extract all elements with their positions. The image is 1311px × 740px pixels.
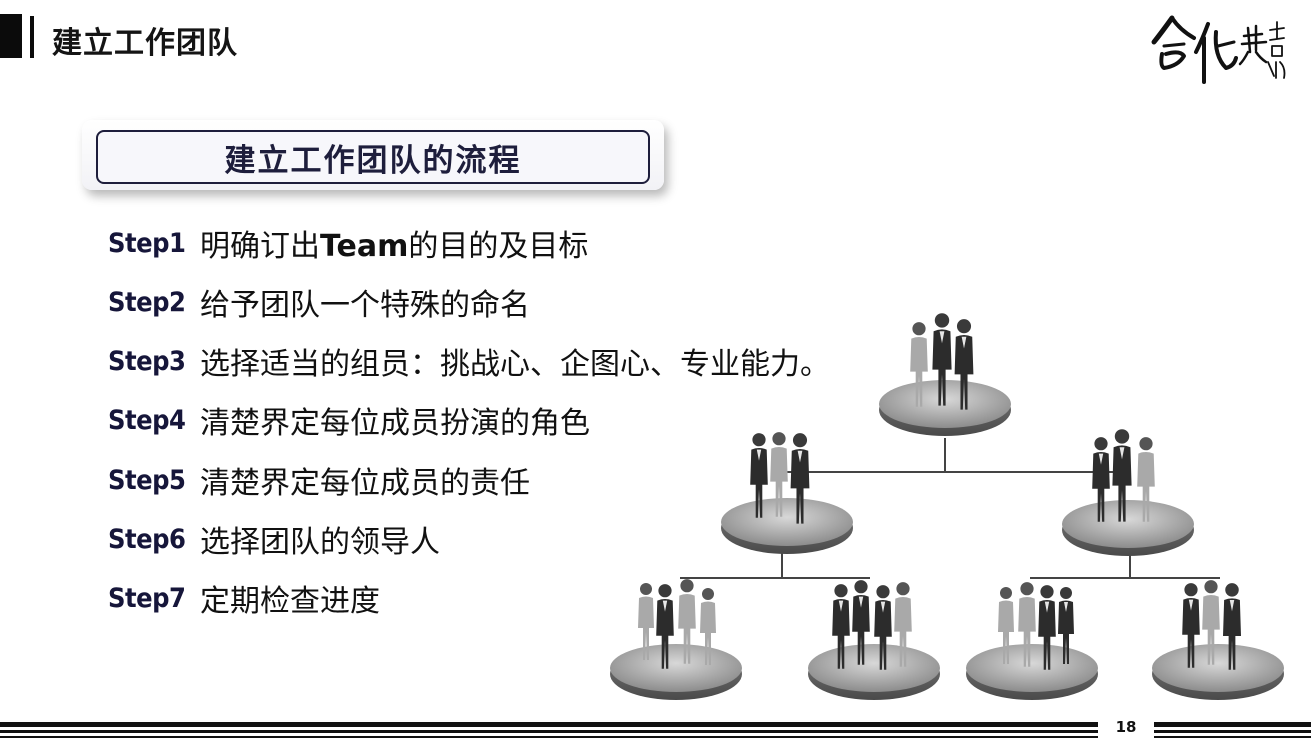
org-node-top — [879, 313, 1011, 436]
step-label: Step3 — [108, 345, 186, 377]
step-item-3: Step3 选择适当的组员：挑战心、企图心、专业能力。 — [108, 338, 830, 384]
team-hierarchy-illustration — [610, 313, 1284, 700]
step-item-6: Step6 选择团队的领导人 — [108, 516, 440, 562]
org-node-bottom-4 — [1152, 580, 1284, 700]
step-text: 清楚界定每位成员的责任 — [200, 466, 530, 501]
page-title: 建立工作团队 — [52, 26, 238, 61]
org-node-mid-left — [721, 432, 853, 554]
page-number: 18 — [1098, 716, 1154, 738]
step-item-5: Step5 清楚界定每位成员的责任 — [108, 457, 530, 503]
org-node-bottom-3 — [966, 582, 1098, 700]
process-banner: 建立工作团队的流程 — [96, 130, 650, 184]
process-banner-title: 建立工作团队的流程 — [224, 142, 522, 179]
step-text: 明确订出Team的目的及目标 — [200, 221, 588, 265]
step-text: 选择适当的组员：挑战心、企图心、专业能力。 — [200, 347, 830, 382]
step-text: 清楚界定每位成员扮演的角色 — [200, 406, 590, 441]
org-node-mid-right — [1062, 429, 1194, 556]
org-node-bottom-1 — [610, 579, 742, 700]
step-text: 给予团队一个特殊的命名 — [200, 288, 530, 323]
org-node-bottom-2 — [808, 580, 940, 700]
step-text-part: 明确订出 — [200, 229, 320, 264]
step-label: Step4 — [108, 404, 186, 436]
step-text-bold: Team — [320, 229, 409, 264]
step-item-2: Step2 给予团队一个特殊的命名 — [108, 279, 530, 325]
step-text: 定期检查进度 — [200, 584, 380, 619]
calligraphy-logo — [1151, 15, 1286, 84]
step-text: 选择团队的领导人 — [200, 525, 440, 560]
step-text-part: 的目的及目标 — [408, 229, 589, 264]
footer-rule — [0, 722, 1311, 738]
step-item-1: Step1 明确订出Team的目的及目标 — [108, 220, 588, 266]
step-label: Step5 — [108, 464, 186, 496]
step-label: Step2 — [108, 286, 186, 318]
header-accent-line — [30, 16, 34, 58]
step-item-4: Step4 清楚界定每位成员扮演的角色 — [108, 397, 590, 443]
step-label: Step7 — [108, 582, 186, 614]
step-label: Step6 — [108, 523, 186, 555]
step-label: Step1 — [108, 227, 186, 259]
step-item-7: Step7 定期检查进度 — [108, 575, 380, 621]
header-accent-block — [0, 14, 22, 58]
